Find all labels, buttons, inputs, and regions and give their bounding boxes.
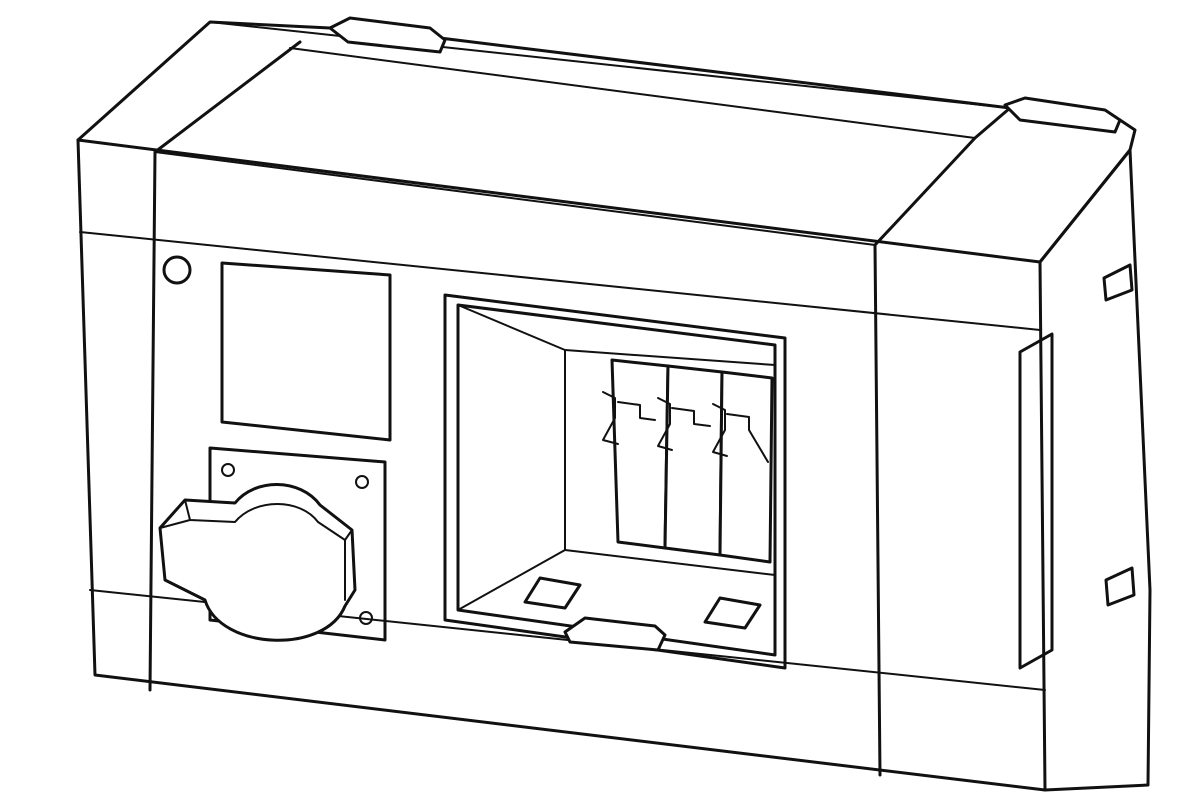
side-cable-slot [1018,332,1054,670]
top-seam-1 [154,151,876,246]
top-seam-3 [209,21,1011,109]
side-clip-lower [1104,566,1136,607]
circuit-breakers [602,358,774,564]
enclosure-right-side [1038,148,1152,792]
floor-slot-right [703,596,762,630]
top-clip-left [328,16,447,54]
breaker-1-icon [602,358,670,550]
display-window [220,261,392,442]
enclosure-front-face [76,138,1047,792]
indicator-light-icon [162,255,192,285]
breaker-2-icon [657,364,724,557]
compartment-latch [563,616,667,652]
top-clip-right [1003,96,1122,134]
breaker-3-icon [712,370,774,564]
top-seam-2 [289,47,976,139]
side-clip-upper [1102,263,1134,302]
enclosure-top-face [76,18,1137,264]
floor-slot-left [523,576,582,610]
breaker-compartment [443,293,787,670]
left-end-cap [148,40,302,692]
front-upper-bevel [79,231,1041,331]
socket-cover-icon [158,483,357,642]
